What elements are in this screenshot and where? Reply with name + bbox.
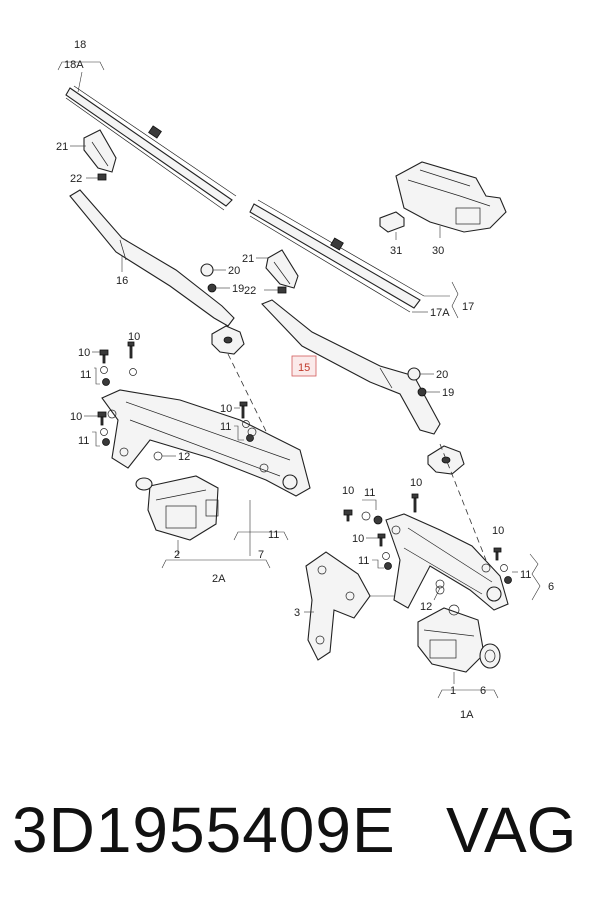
callout-11-b: 11 bbox=[78, 435, 89, 447]
callout-3: 3 bbox=[294, 607, 300, 619]
linkage-frame-left bbox=[101, 389, 311, 497]
callout-11-g: 11 bbox=[520, 569, 531, 581]
wiper-motor-left bbox=[135, 475, 219, 541]
part-number: 3D1955409E bbox=[12, 794, 396, 866]
callout-22-center: 22 bbox=[244, 285, 256, 297]
callout-10-c: 10 bbox=[70, 411, 82, 423]
bolts-left bbox=[97, 341, 254, 461]
wiper-blade-right bbox=[249, 199, 425, 313]
callout-21-left: 21 bbox=[56, 141, 68, 153]
wiper-arm-left bbox=[69, 189, 235, 327]
wiper-motor-right bbox=[417, 604, 501, 673]
bolts-right bbox=[343, 493, 512, 589]
callout-11-c: 11 bbox=[220, 421, 231, 433]
callout-31: 31 bbox=[390, 245, 402, 257]
footer: 3D1955409E VAG bbox=[0, 790, 600, 900]
callout-10-h: 10 bbox=[492, 525, 504, 537]
mounting-bracket bbox=[305, 551, 371, 661]
callout-6-bottom: 6 bbox=[480, 685, 486, 697]
nut-left bbox=[97, 173, 107, 181]
callout-19-right: 19 bbox=[442, 387, 454, 399]
callout-7: 7 bbox=[258, 549, 264, 561]
callout-6-right: 6 bbox=[548, 581, 554, 593]
callout-16: 16 bbox=[116, 275, 128, 287]
cap-20-left bbox=[200, 263, 214, 277]
callout-12-left: 12 bbox=[178, 451, 190, 463]
connector-31 bbox=[379, 211, 405, 233]
wiper-system-exploded-diagram: 18 18A 21 22 16 20 19 21 22 17 17A bbox=[56, 39, 554, 721]
cap-20-right bbox=[407, 367, 421, 381]
callout-17: 17 bbox=[462, 301, 474, 313]
nut-19-left bbox=[207, 283, 217, 293]
callout-10-g: 10 bbox=[352, 533, 364, 545]
callout-10-a: 10 bbox=[78, 347, 90, 359]
callout-2: 2 bbox=[174, 549, 180, 561]
callout-20-right: 20 bbox=[436, 369, 448, 381]
callout-15-box bbox=[291, 355, 317, 377]
callout-18: 18 bbox=[74, 39, 86, 51]
cover-cap-left bbox=[83, 129, 117, 173]
callout-11-f: 11 bbox=[358, 555, 369, 567]
wiper-arm-right bbox=[261, 299, 441, 435]
callout-22-left: 22 bbox=[70, 173, 82, 185]
callout-1: 1 bbox=[450, 685, 456, 697]
callout-19-left: 19 bbox=[232, 283, 244, 295]
cover-cap-center bbox=[265, 249, 299, 289]
linkage-frame-right bbox=[385, 513, 509, 611]
nut-19-right bbox=[417, 387, 427, 397]
callout-12-right: 12 bbox=[420, 601, 432, 613]
callout-10-f: 10 bbox=[410, 477, 422, 489]
callout-10-b: 10 bbox=[128, 331, 140, 343]
callout-20-left: 20 bbox=[228, 265, 240, 277]
callout-11-d: 11 bbox=[268, 529, 279, 541]
brand-name: VAG bbox=[446, 794, 577, 866]
callout-11-a: 11 bbox=[80, 369, 91, 381]
callout-2a: 2A bbox=[212, 573, 226, 585]
callout-15: 15 bbox=[298, 362, 310, 374]
wiper-blade-left bbox=[65, 85, 237, 211]
nut-center bbox=[277, 286, 287, 294]
callout-17a: 17A bbox=[430, 307, 450, 319]
callout-21-center: 21 bbox=[242, 253, 254, 265]
callout-10-e: 10 bbox=[342, 485, 354, 497]
callout-1a: 1A bbox=[460, 709, 474, 721]
rain-light-sensor bbox=[395, 161, 507, 233]
callout-18a: 18A bbox=[64, 59, 84, 71]
callout-11-e: 11 bbox=[364, 487, 375, 499]
callout-10-d: 10 bbox=[220, 403, 232, 415]
callout-30: 30 bbox=[432, 245, 444, 257]
